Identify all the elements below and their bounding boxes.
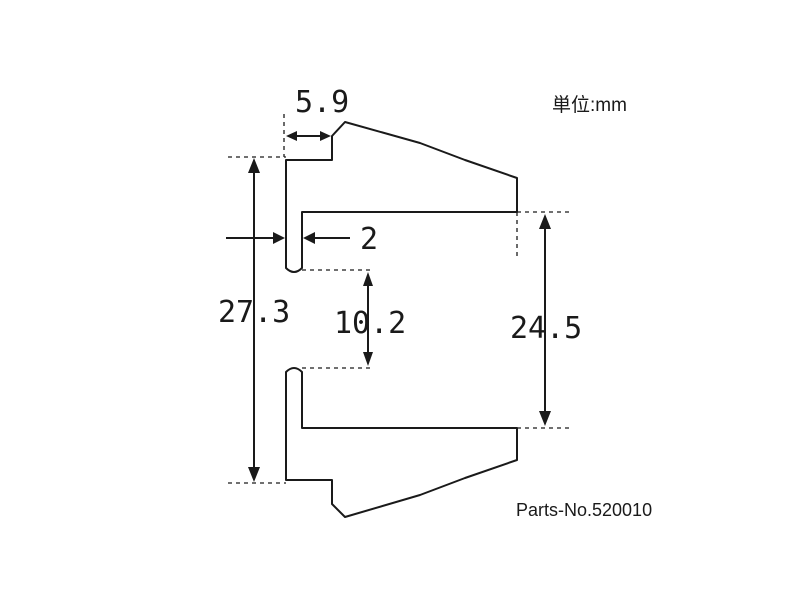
wall-thickness-label: 2	[360, 222, 378, 257]
overall-height-label: 27.3	[218, 295, 290, 330]
inner-height-arrowhead-bottom	[539, 411, 551, 426]
overall-height-arrowhead-bottom	[248, 467, 260, 482]
part-number: Parts-No.520010	[516, 500, 652, 520]
overall-height-arrowhead-top	[248, 158, 260, 173]
flange-width-arrowhead-right	[320, 131, 331, 141]
flange-width-label: 5.9	[295, 85, 349, 120]
slot-gap-arrowhead-bottom	[363, 352, 373, 366]
slot-gap-arrowhead-top	[363, 272, 373, 286]
slot-gap-label: 10.2	[334, 306, 406, 341]
profile-lower-half	[285, 367, 518, 518]
profile-upper-half	[285, 121, 518, 273]
wall-thickness-arrowhead-left	[273, 232, 285, 244]
inner-height-label: 24.5	[510, 311, 582, 346]
inner-height-arrowhead-top	[539, 214, 551, 229]
flange-width-arrowhead-left	[286, 131, 297, 141]
unit-label: 単位:mm	[552, 94, 627, 116]
wall-thickness-arrowhead-right	[303, 232, 315, 244]
